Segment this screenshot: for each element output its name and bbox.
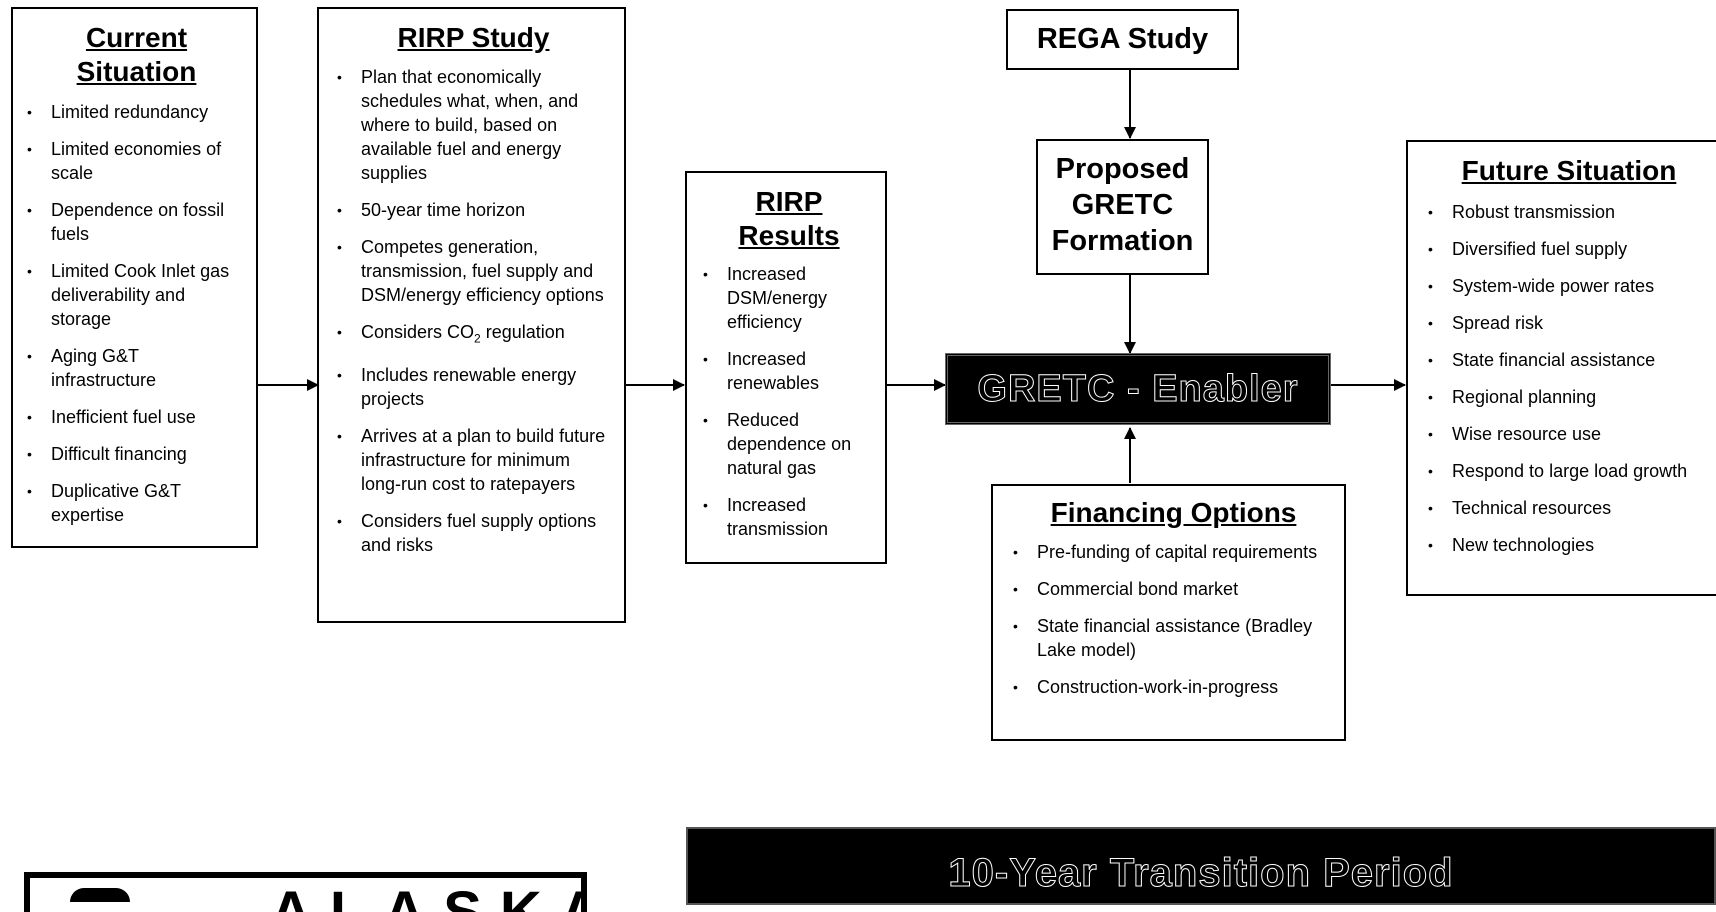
list-item: Spread risk: [1428, 311, 1710, 335]
co2-subscript: 2: [474, 331, 481, 346]
co2-suffix: regulation: [480, 321, 565, 342]
transition-period-banner: 10-Year Transition Period: [686, 827, 1716, 905]
list-item: Reduced dependence on natural gas: [703, 408, 875, 480]
financing-options-title: Financing Options: [1050, 497, 1297, 528]
future-situation-box: Future Situation Robust transmission Div…: [1406, 140, 1716, 596]
logo-emblem-icon: [70, 888, 130, 902]
co2-prefix: Considers CO: [361, 321, 475, 342]
current-situation-list: Limited redundancy Limited economies of …: [27, 100, 246, 527]
alaska-logo-inner: ALASKA: [30, 878, 581, 912]
current-situation-title: Current Situation: [27, 21, 246, 88]
gretc-enabler-label: GRETC - Enabler: [977, 367, 1299, 410]
list-item: Regional planning: [1428, 385, 1710, 409]
list-item: Inefficient fuel use: [27, 405, 246, 429]
list-item: Arrives at a plan to build future infras…: [337, 424, 610, 496]
list-item: Duplicative G&T expertise: [27, 479, 246, 527]
list-item: Wise resource use: [1428, 422, 1710, 446]
list-item: Competes generation, transmission, fuel …: [337, 235, 610, 307]
list-item: Commercial bond market: [1013, 577, 1334, 601]
list-item: System-wide power rates: [1428, 274, 1710, 298]
list-item: Robust transmission: [1428, 200, 1710, 224]
transition-period-label: 10-Year Transition Period: [948, 851, 1454, 896]
rirp-study-list: Plan that economically schedules what, w…: [337, 65, 610, 558]
rirp-results-title-line1: RIRP: [755, 186, 823, 217]
list-item: Limited Cook Inlet gas deliverability an…: [27, 259, 246, 331]
rega-study-title: REGA Study: [1036, 23, 1209, 55]
alaska-logo: ALASKA: [24, 872, 587, 912]
rirp-results-list: Increased DSM/energy efficiency Increase…: [703, 262, 875, 541]
list-item: Difficult financing: [27, 442, 246, 466]
list-item: Limited economies of scale: [27, 137, 246, 185]
list-item: Dependence on fossil fuels: [27, 198, 246, 246]
rirp-study-title: RIRP Study: [397, 22, 550, 53]
future-situation-list: Robust transmission Diversified fuel sup…: [1428, 200, 1710, 557]
current-situation-box: Current Situation Limited redundancy Lim…: [11, 7, 258, 548]
rirp-study-box: RIRP Study Plan that economically schedu…: [317, 7, 626, 623]
list-item: Technical resources: [1428, 496, 1710, 520]
list-item: Plan that economically schedules what, w…: [337, 65, 610, 185]
list-item: Increased renewables: [703, 347, 875, 395]
current-title-line1: Current: [85, 22, 188, 53]
proposed-line1: Proposed: [1055, 153, 1190, 185]
list-item: Includes renewable energy projects: [337, 363, 610, 411]
list-item-co2: Considers CO2 regulation: [337, 320, 610, 351]
rirp-results-box: RIRP Results Increased DSM/energy effici…: [685, 171, 887, 564]
rega-study-box: REGA Study: [1006, 9, 1239, 70]
list-item: State financial assistance (Bradley Lake…: [1013, 614, 1334, 662]
gretc-enabler-banner: GRETC - Enabler: [945, 353, 1331, 425]
list-item: 50-year time horizon: [337, 198, 610, 222]
list-item: Limited redundancy: [27, 100, 246, 124]
proposed-line2: GRETC: [1071, 189, 1174, 221]
financing-options-box: Financing Options Pre-funding of capital…: [991, 484, 1346, 741]
list-item: Respond to large load growth: [1428, 459, 1710, 483]
list-item: New technologies: [1428, 533, 1710, 557]
list-item: Increased DSM/energy efficiency: [703, 262, 875, 334]
list-item: Considers fuel supply options and risks: [337, 509, 610, 557]
list-item: Construction-work-in-progress: [1013, 675, 1334, 699]
current-title-line2: Situation: [76, 55, 197, 87]
list-item: Diversified fuel supply: [1428, 237, 1710, 261]
proposed-gretc-box: Proposed GRETC Formation: [1036, 139, 1209, 275]
rirp-results-title-line2: Results: [738, 219, 840, 251]
proposed-line3: Formation: [1051, 225, 1194, 257]
list-item: Pre-funding of capital requirements: [1013, 540, 1334, 564]
list-item: Increased transmission: [703, 493, 875, 541]
list-item: State financial assistance: [1428, 348, 1710, 372]
financing-options-list: Pre-funding of capital requirements Comm…: [1013, 540, 1334, 699]
future-situation-title: Future Situation: [1461, 155, 1677, 186]
rirp-results-title: RIRP Results: [703, 185, 875, 252]
logo-text: ALASKA: [270, 884, 581, 912]
list-item: Aging G&T infrastructure: [27, 344, 246, 392]
